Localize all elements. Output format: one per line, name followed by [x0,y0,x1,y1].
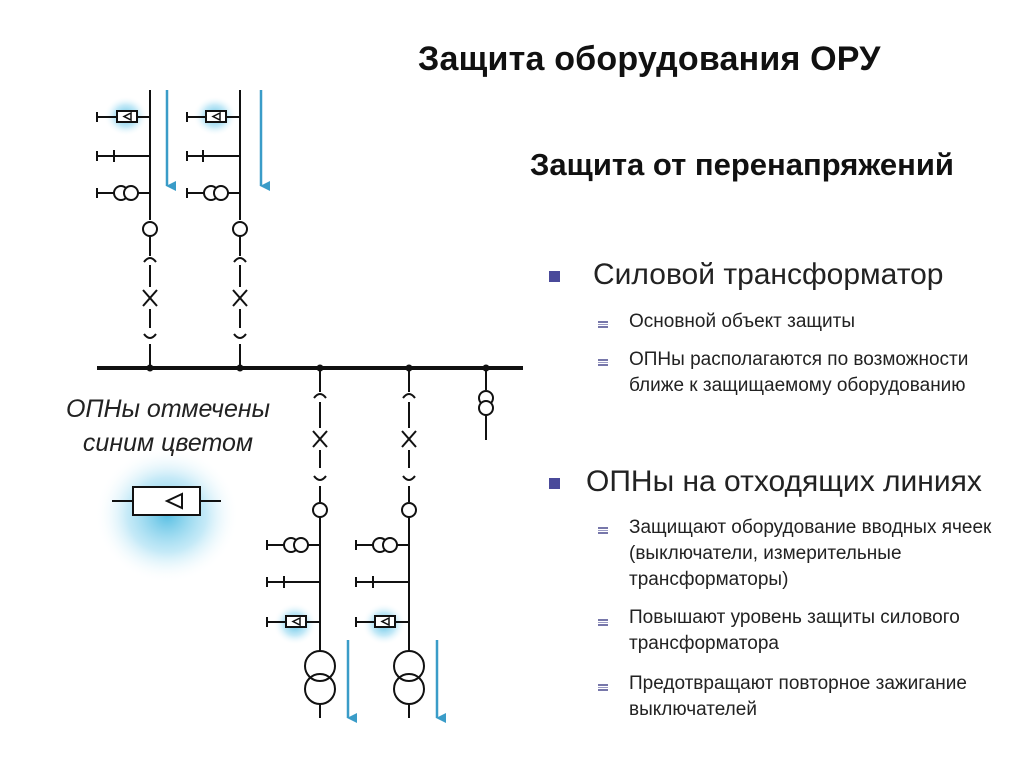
list-item: Защищают оборудование вводных ячеек (вык… [629,517,992,590]
incoming-feeder-1 [96,90,158,368]
sub-bullet-icon [598,321,608,328]
section-subtitle: Защита от перенапряжений [530,147,954,182]
busbar-junctions [146,364,490,372]
page-title: Защита оборудования ОРУ [418,40,881,78]
sub-bullet-icon [598,527,608,534]
bullet-square-icon [549,271,560,282]
sub-bullet-icon [598,684,608,691]
legend-caption: ОПНы отмечены синим цветом [65,395,271,457]
incoming-feeder-2 [186,90,248,368]
list-item: Повышают уровень защиты силового трансфо… [629,607,960,654]
transformer-bay-2 [355,368,425,718]
list-item: ОПНы располагаются по возможности ближе … [629,349,969,396]
bullet-square-icon [549,478,560,489]
legend-arrester-symbol [112,486,221,516]
list-item: Основной объект защиты [629,311,856,332]
list-item: Предотвращают повторное зажигание выключ… [629,673,967,720]
section-heading: ОПНы на отходящих линиях [586,465,982,498]
sub-bullet-icon [598,359,608,366]
section-heading: Силовой трансформатор [593,258,944,291]
bus-voltage-transformer [478,368,494,440]
sub-bullet-icon [598,619,608,626]
transformer-bay-1 [266,368,336,718]
